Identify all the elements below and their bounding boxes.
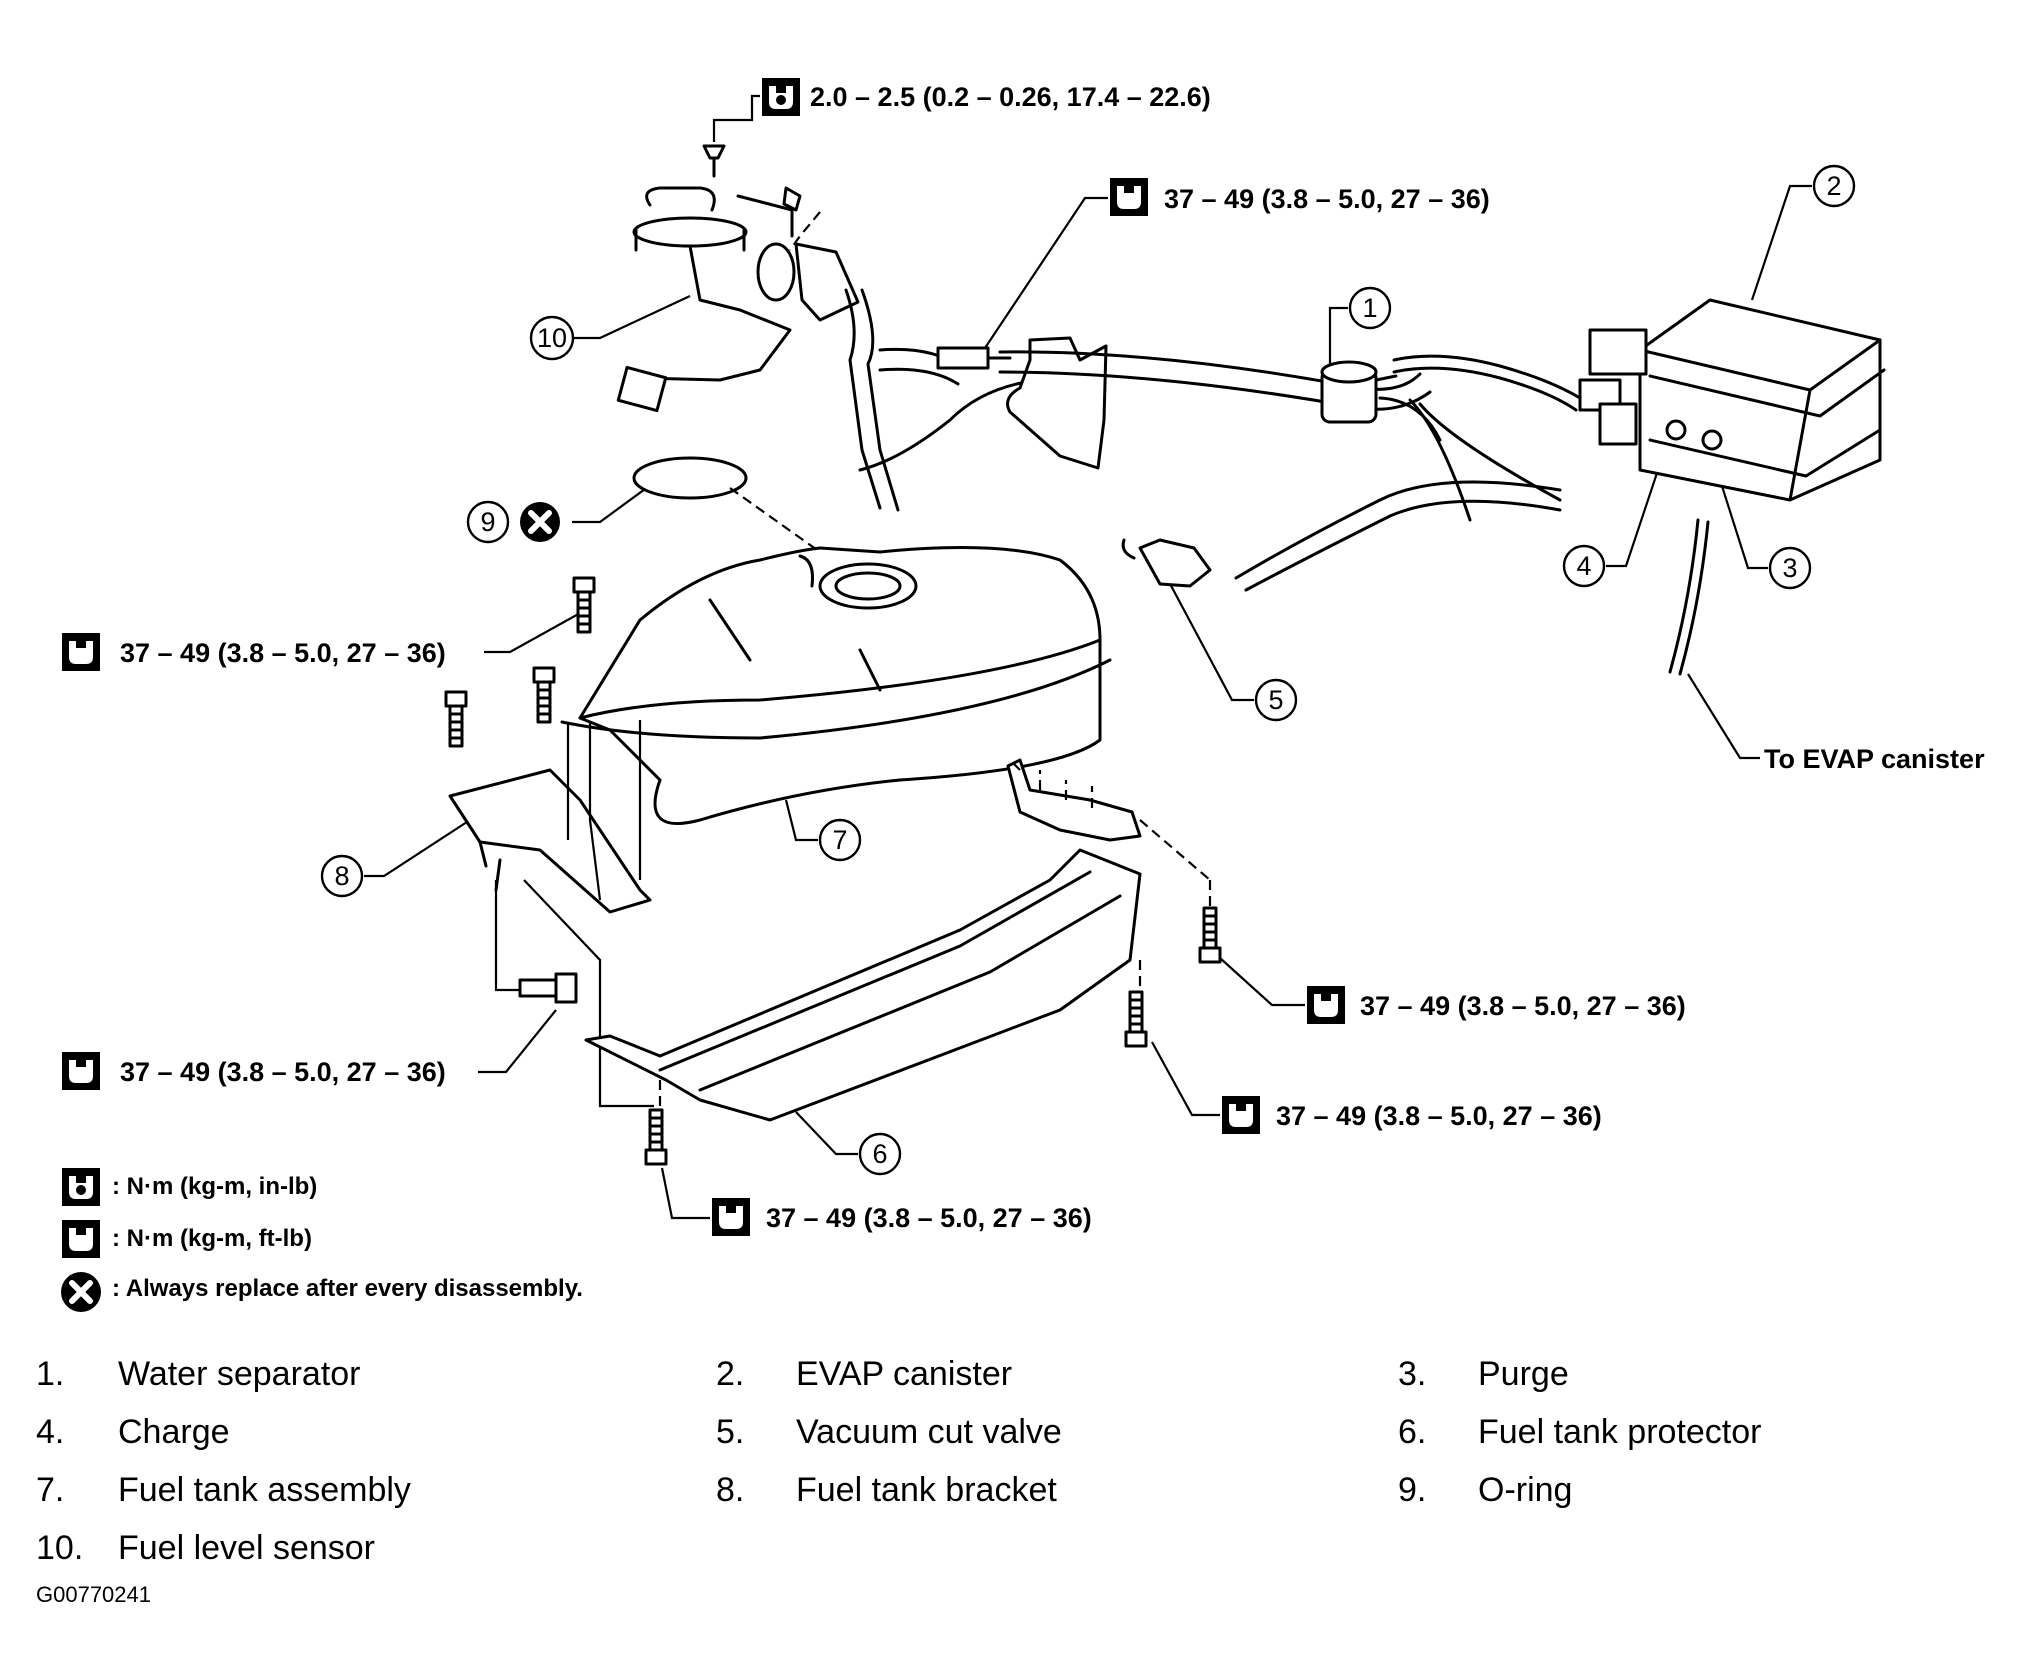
callout-8: 8 [320,819,471,898]
protector-bolts [644,880,1222,1166]
torque-label-left-upper: 37 – 49 (3.8 – 5.0, 27 – 36) [62,611,583,671]
torque-value: 37 – 49 (3.8 – 5.0, 27 – 36) [766,1203,1092,1233]
torque-value: 37 – 49 (3.8 – 5.0, 27 – 36) [120,638,446,668]
fuel-tank-protector [584,758,1211,1122]
svg-text:9: 9 [480,507,495,537]
torque-value: 37 – 49 (3.8 – 5.0, 27 – 36) [1276,1101,1602,1131]
o-ring [632,456,821,553]
torque-value: 37 – 49 (3.8 – 5.0, 27 – 36) [120,1057,446,1087]
torque-inlb-icon [62,1168,100,1206]
torque-label-right-upper: 37 – 49 (3.8 – 5.0, 27 – 36) [1219,957,1686,1024]
svg-text:6: 6 [872,1139,887,1169]
callout-1: 1 [1328,286,1392,372]
replace-icon [61,1272,101,1312]
heat-shield [936,336,1108,470]
vent-hoses [998,350,1760,760]
callout-5: 5 [1167,579,1298,722]
bracket-bolt [518,972,578,1004]
fuel-tank-bracket [448,720,654,1108]
evap-canister-label: To EVAP canister [1764,744,1985,774]
legend: : N·m (kg-m, in-lb) : N·m (kg-m, ft-lb) … [61,1168,583,1312]
torque-label-top: 2.0 – 2.5 (0.2 – 0.26, 17.4 – 22.6) [712,78,1211,142]
replace-icon [520,502,560,542]
torque-label-left-lower: 37 – 49 (3.8 – 5.0, 27 – 36) [62,1009,557,1090]
torque-value: 37 – 49 (3.8 – 5.0, 27 – 36) [1164,184,1490,214]
vacuum-cut-valve [1121,538,1212,588]
svg-text:1: 1 [1362,293,1377,323]
torque-ftlb-icon [62,1220,100,1258]
callout-10: 10 [529,295,691,361]
figure-id: G00770241 [36,1582,151,1607]
svg-text:2: 2 [1826,171,1841,201]
torque-ftlb-icon [1222,1096,1260,1134]
legend-inlb: : N·m (kg-m, in-lb) [112,1173,317,1200]
callout-4: 4 [1562,439,1670,588]
callout-2: 2 [1750,164,1856,301]
torque-ftlb-icon [62,1052,100,1090]
evap-canister [1578,298,1886,502]
svg-text:8: 8 [334,861,349,891]
callout-7: 7 [784,799,862,862]
fuel-system-diagram: 2.0 – 2.5 (0.2 – 0.26, 17.4 – 22.6) 37 –… [0,78,1985,1340]
water-separator [1320,354,1582,442]
svg-text:5: 5 [1268,685,1283,715]
torque-value: 2.0 – 2.5 (0.2 – 0.26, 17.4 – 22.6) [810,82,1211,112]
torque-ftlb-icon [1110,178,1148,216]
callout-9: 9 [466,477,661,542]
callout-6: 6 [795,1111,902,1176]
torque-value: 37 – 49 (3.8 – 5.0, 27 – 36) [1360,991,1686,1021]
callout-3: 3 [1706,441,1812,590]
torque-ftlb-icon [62,633,100,671]
svg-text:4: 4 [1576,551,1591,581]
sensor-screws [702,144,802,212]
torque-inlb-icon [762,78,800,116]
torque-label-bottom: 37 – 49 (3.8 – 5.0, 27 – 36) [660,1167,1092,1236]
filler-neck [756,242,1102,512]
torque-label-right-lower: 37 – 49 (3.8 – 5.0, 27 – 36) [1151,1041,1602,1134]
tank-bolts [444,576,596,748]
svg-text:3: 3 [1782,553,1797,583]
svg-text:10: 10 [537,323,567,353]
torque-ftlb-icon [712,1198,750,1236]
torque-ftlb-icon [1307,986,1345,1024]
fuel-level-sensor [616,186,821,413]
torque-label-upper-mid: 37 – 49 (3.8 – 5.0, 27 – 36) [984,178,1490,349]
fuel-tank [560,546,1112,826]
parts-list: 1.Water separator 2.EVAP canister 3.Purg… [36,1355,1762,1567]
legend-replace: : Always replace after every disassembly… [112,1275,583,1302]
svg-text:7: 7 [832,825,847,855]
legend-ftlb: : N·m (kg-m, ft-lb) [112,1225,312,1252]
